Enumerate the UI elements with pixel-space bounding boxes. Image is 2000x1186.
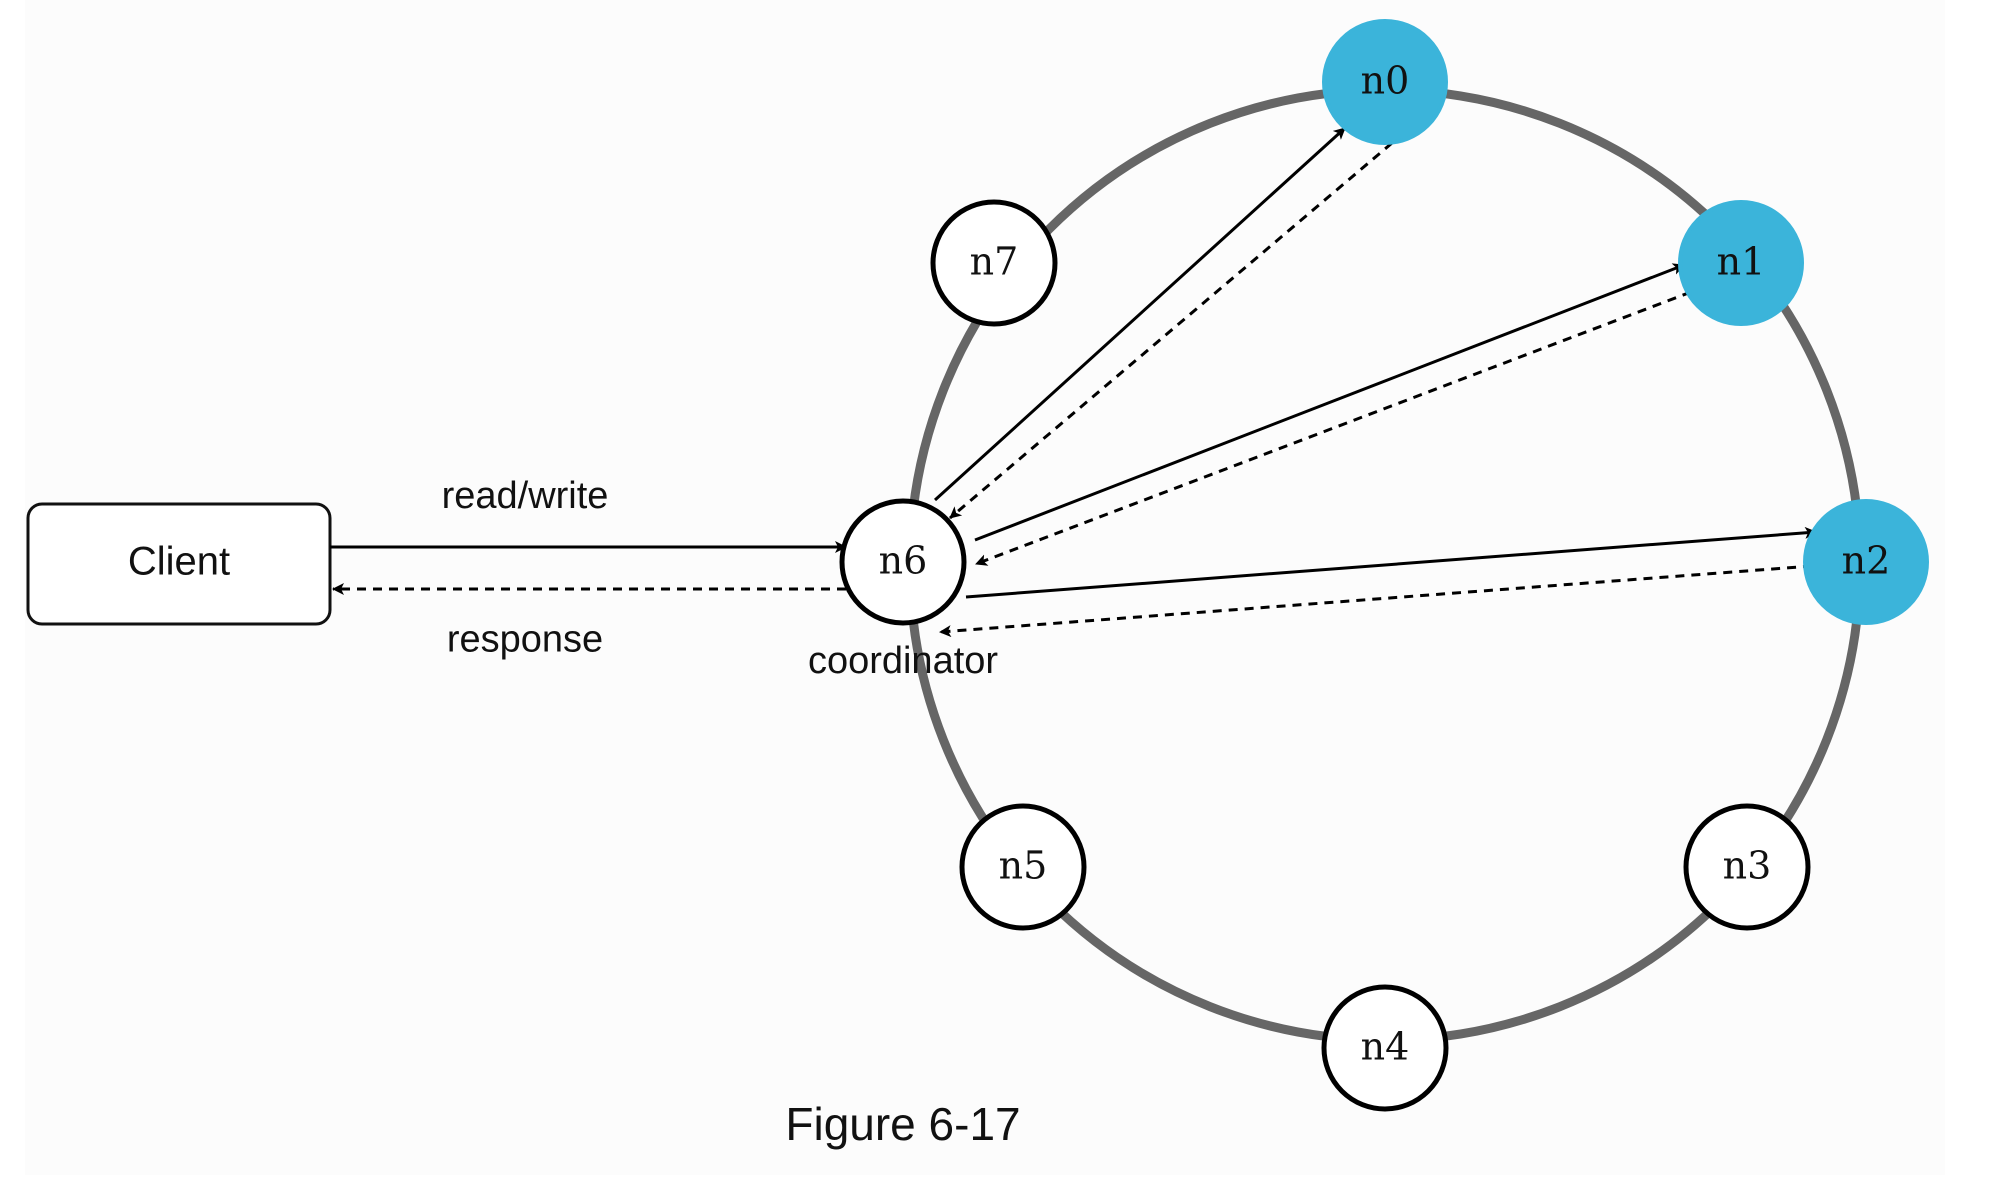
request-arrow-n0 <box>933 126 1347 502</box>
node-n7-label: n7 <box>970 240 1019 284</box>
node-n0-label: n0 <box>1361 59 1410 103</box>
node-n4-label: n4 <box>1361 1025 1410 1069</box>
node-n3: n3 <box>1683 803 1811 931</box>
node-n5: n5 <box>959 803 1087 931</box>
node-n4: n4 <box>1321 984 1449 1112</box>
coordinator-label: coordinator <box>808 640 998 682</box>
node-n1: n1 <box>1678 200 1804 326</box>
node-n6-coordinator: n6 <box>839 498 967 626</box>
node-n2-label: n2 <box>1842 539 1891 583</box>
node-n0: n0 <box>1322 19 1448 145</box>
node-n5-label: n5 <box>999 844 1048 888</box>
node-n7: n7 <box>930 199 1058 327</box>
node-n1-label: n1 <box>1717 240 1766 284</box>
response-arrow-n0 <box>949 141 1393 520</box>
client-label: Client <box>128 540 230 584</box>
response-label: response <box>447 618 603 660</box>
read-write-label: read/write <box>442 475 609 517</box>
request-arrow-n2 <box>965 526 1817 599</box>
node-n2: n2 <box>1803 499 1929 625</box>
client-box: Client <box>26 502 332 626</box>
request-arrow-n1 <box>974 263 1685 542</box>
response-arrow-n2 <box>939 564 1813 638</box>
figure-caption: Figure 6-17 <box>785 1098 1020 1150</box>
node-n6-label: n6 <box>879 539 928 583</box>
node-n3-label: n3 <box>1723 844 1772 888</box>
